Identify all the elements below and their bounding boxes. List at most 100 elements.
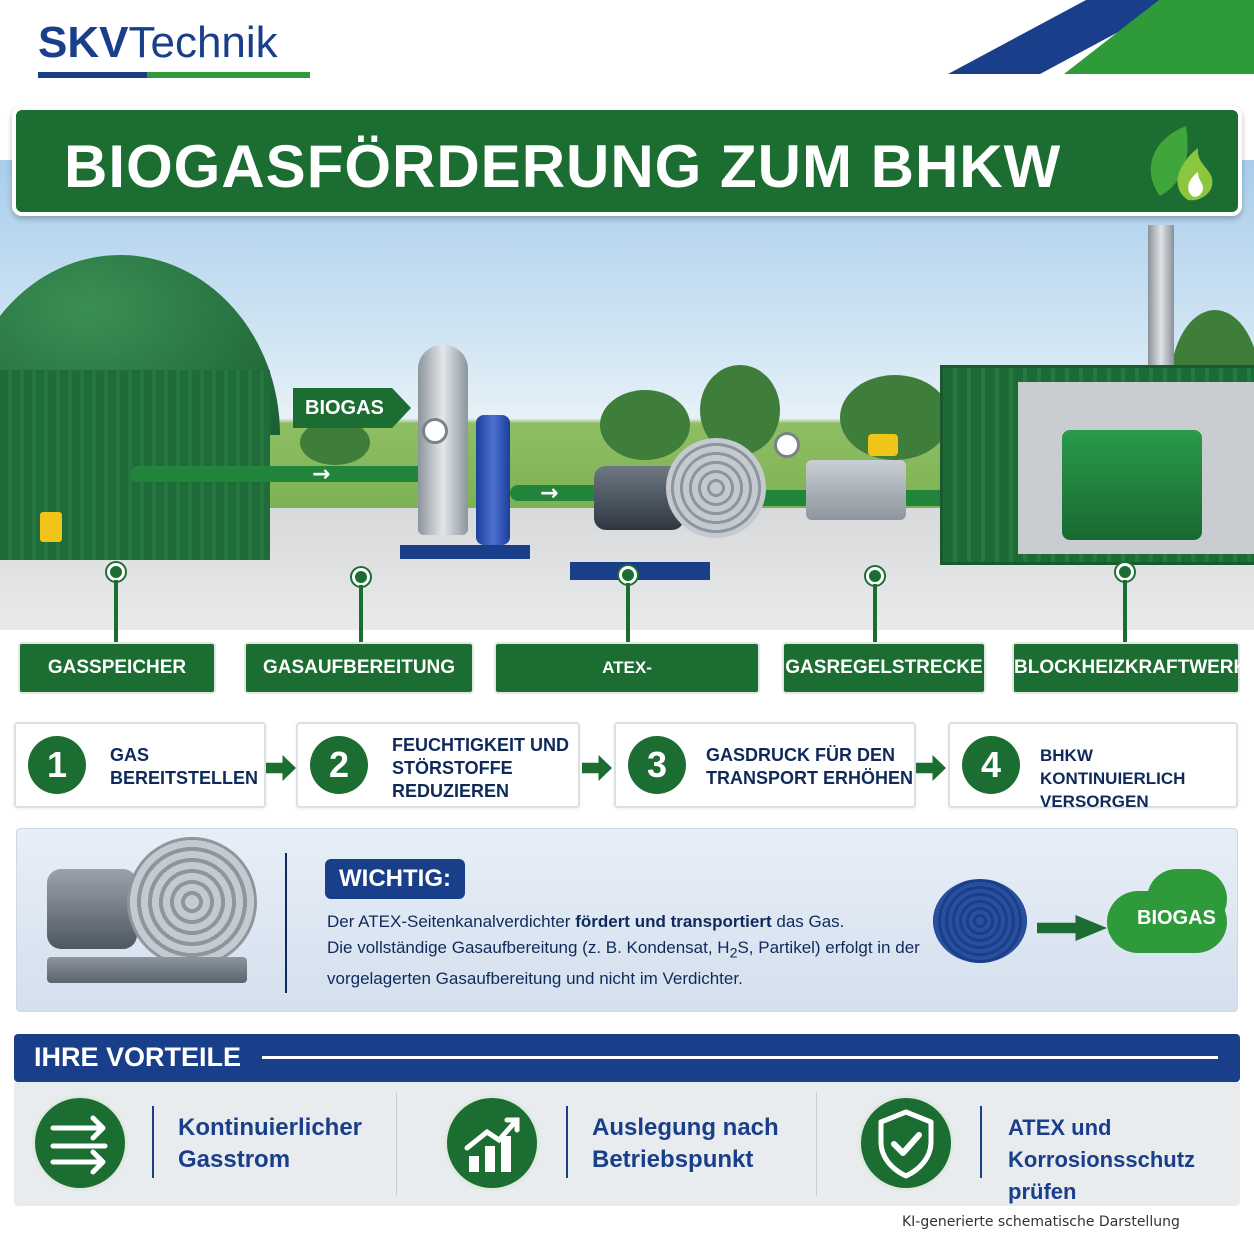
marker-line [1123,580,1127,642]
footnote: KI-generierte schematische Darstellung [902,1214,1180,1230]
flow-arrows-icon [50,1115,108,1175]
benefit-icon-circle [858,1095,954,1191]
valve-icon [40,512,62,542]
benefits-panel: Kontinuierlicher Gasstrom Auslegung nach… [14,1082,1240,1206]
page-title: BIOGASFÖRDERUNG ZUM BHKW [64,133,1062,200]
brand-name-bold: SKV [38,18,129,67]
bar-chart-icon [464,1117,520,1172]
gas-pipe [510,485,610,501]
benefits-heading: IHRE VORTEILE [34,1042,242,1072]
biogas-cloud-icon [1147,869,1227,929]
gas-pipe [130,466,430,482]
tree [600,390,690,460]
panel-divider [285,853,287,993]
step-text-line: Störstoffe [392,758,513,778]
filter-vessel [476,415,510,545]
gas-control-train [806,460,906,520]
biogas-flow-tag: BIOGAS [293,388,411,428]
benefit-line: Gasstrom [178,1146,291,1173]
benefit-icon-circle [32,1095,128,1191]
process-step: 3 Gasdruck für den Transport erhöhen [614,722,916,808]
process-step: 2 Feuchtigkeit und Störstoffe reduzieren [296,722,580,808]
important-line: vorgelagerten Gasaufbereitung und nicht … [327,969,743,989]
benefit-line: Kontinuierlicher [178,1114,363,1141]
step-arrow-icon [582,755,612,781]
benefit-line: Korrosionsschutz prüfen [1008,1147,1196,1204]
benefit-line: Betriebspunkt [592,1146,754,1173]
step-text-line: Gas [110,745,150,765]
marker-line [359,585,363,642]
important-text: Der ATEX-Seitenkanalverdichter fördert u… [327,909,947,992]
important-line-part: Der ATEX-Seitenkanalverdichter [327,912,576,931]
flow-arrow-icon [1037,915,1107,941]
process-step: 4 BHKW kontinuierlich versorgen [948,722,1238,811]
brand-name-rest: Technik [128,18,278,67]
important-line-part: Die vollständige Gasaufbereitung (z. B. … [327,938,730,957]
shield-check-icon [878,1109,934,1179]
benefits-heading-rule [262,1056,1218,1059]
pressure-gauge-icon [422,418,448,444]
step-arrow-icon [266,755,296,781]
step-number: 3 [628,736,686,794]
label-gasaufbereitung: GASAUFBEREITUNG [244,642,474,694]
important-line: Der ATEX-Seitenkanalverdichter fördert u… [327,909,947,935]
marker-dot [619,566,637,584]
brand-logo: SKVTechnik [38,18,278,68]
important-subscript: 2 [729,945,738,962]
flow-arrow-icon: → [540,481,559,506]
step-text-line: versorgen [1040,792,1149,811]
step-text: Feuchtigkeit und Störstoffe reduzieren [392,734,569,803]
important-line-part: S, Partikel) erfolgt in der [737,938,920,957]
important-note-panel: WICHTIG: Der ATEX-Seitenkanalverdichter … [16,828,1238,1012]
benefit-divider [152,1106,154,1178]
leaf-flame-icon [1150,126,1213,201]
label-gasspeicher: GASSPEICHER [18,642,216,694]
important-line-part: das Gas. [771,912,845,931]
marker-dot [107,563,125,581]
benefit-separator [396,1092,397,1196]
step-text: Gasdruck für den Transport erhöhen [706,744,913,790]
step-number: 1 [28,736,86,794]
step-text-line: Transport erhöhen [706,768,914,788]
skid-base [400,545,530,559]
marker-line [114,580,118,642]
biogas-cloud-label: BIOGAS [1137,907,1216,929]
important-badge: WICHTIG: [325,859,465,899]
label-bhkw: BLOCKHEIZKRAFTWERK [1012,642,1247,694]
flow-arrow-icon: → [312,462,331,487]
step-text: BHKW kontinuierlich versorgen [1040,744,1236,813]
side-channel-blower-image [127,837,257,967]
benefit-divider [566,1106,568,1178]
label-gasregelstrecke: GASREGELSTRECKE [782,642,986,694]
benefit-line: ATEX und [1008,1115,1112,1140]
exhaust-chimney [1148,225,1174,365]
benefit-divider [980,1106,982,1178]
step-arrow-icon [916,755,946,781]
title-banner: BIOGASFÖRDERUNG ZUM BHKW [12,106,1242,216]
benefits-header: IHRE VORTEILE [14,1034,1240,1082]
step-text-line: reduzieren [392,781,510,801]
blower-icon [933,879,1027,963]
marker-line [873,584,877,642]
side-channel-blower [666,438,766,538]
benefit-line: Auslegung nach [592,1114,779,1141]
compressor-motor-image [47,869,137,949]
marker-dot [866,567,884,585]
logo-underline [38,72,310,78]
benefit-text: Auslegung nach Betriebspunkt [592,1112,779,1176]
step-number: 2 [310,736,368,794]
important-line-emphasis: fördert und transportiert [575,912,772,931]
step-text-line: bereitstellen [110,768,259,788]
marker-dot [352,568,370,586]
step-text-line: Feuchtigkeit und [392,735,569,755]
valve-icon [868,434,898,456]
marker-line [626,583,630,642]
important-line: Die vollständige Gasaufbereitung (z. B. … [327,935,947,966]
chp-engine [1062,430,1202,540]
marker-dot [1116,563,1134,581]
process-step: 1 Gas bereitstellen [14,722,266,808]
pressure-gauge-icon [774,432,800,458]
skid-base [570,562,710,580]
label-verdichter: ATEX-SEITENKANALVERDICHTER [494,642,760,725]
benefit-icon-circle [444,1095,540,1191]
